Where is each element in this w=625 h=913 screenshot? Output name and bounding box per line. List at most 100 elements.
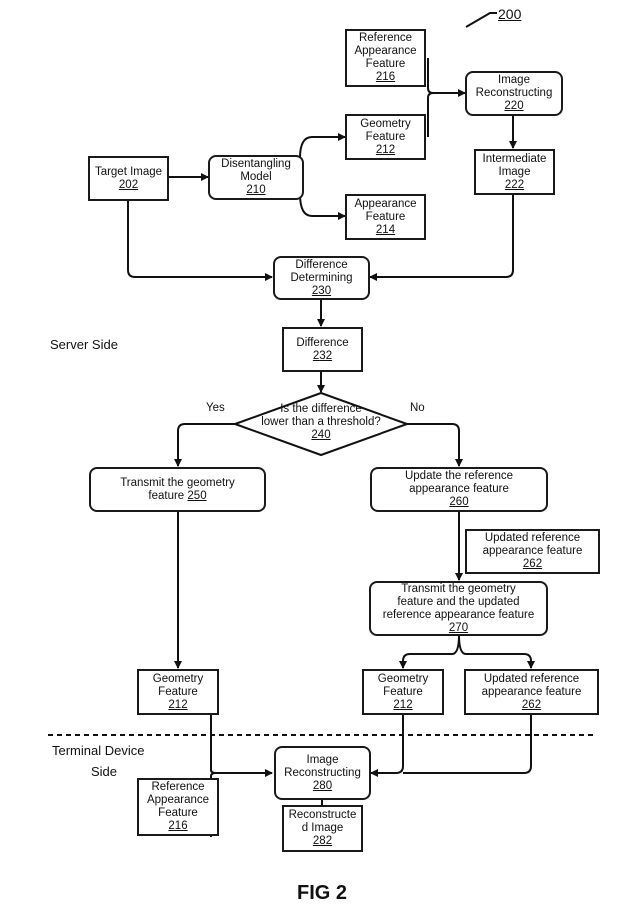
- node-geometry-feature-right: Geometry Feature 212: [362, 669, 444, 715]
- node-ref: 250: [187, 489, 207, 502]
- arrow-disentangling-to-geometry: [299, 133, 346, 159]
- node-appearance-feature: Appearance Feature 214: [345, 194, 426, 240]
- node-text: Geometry: [377, 672, 429, 685]
- node-disentangling-model: Disentangling Model 210: [208, 155, 304, 200]
- node-text: Disentangling: [221, 158, 291, 170]
- node-text: Appearance: [146, 794, 210, 806]
- node-text: Difference: [295, 258, 348, 271]
- arrow-yes-to-250: [174, 423, 235, 467]
- node-ref: 260: [449, 496, 469, 508]
- node-reference-appearance-feature-top: Reference Appearance Feature 216: [345, 29, 426, 87]
- node-difference: Difference 232: [282, 327, 363, 372]
- node-ref: 210: [246, 184, 266, 196]
- node-text: Updated reference: [483, 672, 580, 685]
- node-updated-reference-bottom: Updated reference appearance feature 262: [464, 669, 599, 715]
- node-text: d Image: [301, 822, 344, 834]
- node-ref: 222: [504, 178, 525, 191]
- region-label-terminal-line2: Side: [91, 764, 118, 779]
- node-text: Image: [498, 74, 530, 86]
- region-label-server-side: Server Side: [50, 337, 118, 352]
- node-ref: 216: [168, 820, 188, 832]
- branch-label-no: No: [410, 402, 425, 414]
- node-text: Reference: [151, 781, 205, 793]
- node-ref: 270: [448, 621, 469, 634]
- node-difference-determining: Difference Determining 230: [273, 256, 370, 300]
- arrow-updated-ref-to-280: [403, 714, 532, 774]
- node-transmit-both: Transmit the geometry feature and the up…: [369, 581, 548, 636]
- node-ref: 220: [504, 100, 524, 112]
- node-text: feature: [148, 489, 185, 502]
- node-text: Is the difference: [280, 403, 362, 415]
- node-ref: 212: [393, 698, 413, 711]
- node-ref: 280: [312, 779, 333, 792]
- node-text: lower than a threshold?: [261, 416, 381, 428]
- node-text: reference appearance feature: [382, 608, 535, 621]
- node-text: Model: [240, 171, 272, 183]
- node-text: Reconstructe: [288, 809, 357, 821]
- node-text: Update the reference: [404, 470, 514, 482]
- node-ref: 262: [522, 558, 543, 570]
- node-text: Reconstructing: [284, 766, 361, 779]
- figure-caption: FIG 2: [297, 882, 348, 904]
- node-ref: 212: [168, 698, 188, 711]
- node-text: Transmit the geometry: [120, 476, 235, 489]
- node-intermediate-image: Intermediate Image 222: [474, 149, 555, 195]
- arrow-no-to-260: [407, 423, 463, 467]
- arrow-target-to-230: [127, 195, 273, 281]
- node-text: Feature: [383, 685, 423, 698]
- node-text: Geometry: [152, 672, 204, 685]
- node-text: Feature: [158, 685, 198, 698]
- node-ref: 282: [312, 835, 333, 847]
- node-text: Target Image: [94, 165, 163, 178]
- node-image-reconstructing-220: Image Reconstructing 220: [465, 71, 563, 116]
- node-text: Appearance: [354, 45, 417, 57]
- node-updated-reference-mid: Updated reference appearance feature 262: [465, 529, 600, 574]
- node-text: Intermediate: [482, 152, 547, 165]
- node-target-image: Target Image 202: [88, 156, 169, 201]
- node-ref: 240: [311, 429, 331, 441]
- node-ref: 214: [375, 223, 396, 236]
- arrow-270-to-updated-ref-bottom: [458, 634, 535, 669]
- node-text: appearance feature: [409, 483, 509, 495]
- node-text: Geometry: [360, 117, 411, 130]
- node-text: feature and the updated: [397, 595, 520, 608]
- node-ref: 202: [118, 178, 139, 191]
- node-image-reconstructing-280: Image Reconstructing 280: [274, 746, 371, 800]
- node-decision-threshold: Is the difference lower than a threshold…: [245, 403, 397, 442]
- node-reference-appearance-feature-bottom: Reference Appearance Feature 216: [137, 778, 219, 836]
- node-text: Reference: [358, 32, 413, 44]
- node-text: Reconstructing: [475, 87, 553, 99]
- node-text: Feature: [365, 210, 406, 223]
- node-update-reference: Update the reference appearance feature …: [370, 467, 548, 512]
- node-text: Difference: [296, 336, 349, 349]
- node-text: Determining: [290, 271, 353, 284]
- node-text: Feature: [365, 58, 406, 70]
- node-text: Appearance: [354, 197, 417, 210]
- node-ref: 262: [521, 698, 542, 711]
- node-text: Feature: [365, 130, 406, 143]
- arrow-geometry-right-to-280: [370, 714, 404, 777]
- node-text: Transmit the geometry: [401, 582, 516, 595]
- node-ref: 216: [375, 71, 396, 83]
- branch-label-yes: Yes: [206, 402, 225, 414]
- node-ref: 212: [375, 143, 396, 156]
- node-reconstructed-image: Reconstructe d Image 282: [282, 805, 363, 852]
- node-text: Feature: [158, 807, 198, 819]
- node-geometry-feature-left: Geometry Feature 212: [137, 669, 219, 715]
- node-ref: 230: [311, 284, 332, 297]
- figure-ref-number: 200: [498, 6, 522, 22]
- brace-ref-geometry: [427, 58, 434, 137]
- ref-leader-line: [465, 12, 497, 28]
- node-text: appearance feature: [482, 545, 583, 557]
- node-geometry-feature-top: Geometry Feature 212: [345, 114, 426, 160]
- arrow-disentangling-to-appearance: [299, 193, 346, 220]
- node-transmit-geometry: Transmit the geometry feature 250: [89, 467, 266, 512]
- node-text: Image: [498, 165, 531, 178]
- node-text: Image: [306, 753, 339, 766]
- region-label-terminal-line1: Terminal Device: [52, 743, 145, 758]
- node-text: appearance feature: [481, 685, 582, 698]
- node-ref: 232: [312, 349, 333, 362]
- node-text: Updated reference: [484, 532, 581, 544]
- arrow-270-to-geometry-right: [399, 634, 460, 669]
